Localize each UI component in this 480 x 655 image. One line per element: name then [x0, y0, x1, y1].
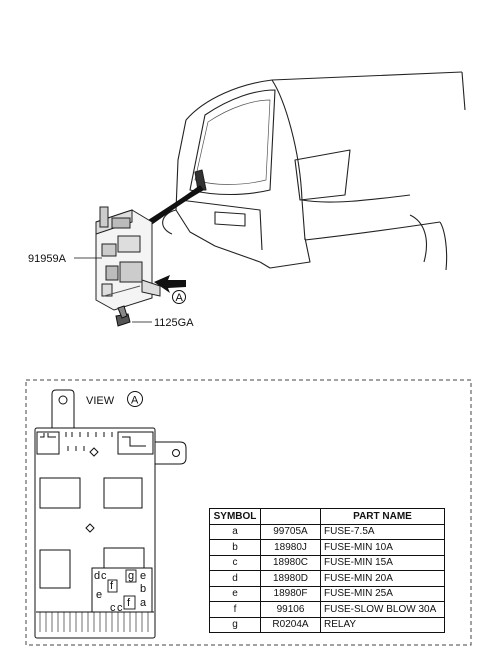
cell-symbol: f [209, 601, 261, 618]
letter-d: d [94, 570, 100, 582]
table-row: e 18980F FUSE-MIN 25A [209, 585, 445, 602]
table-header-row: SYMBOL PART NAME [209, 508, 445, 525]
cell-part-no: 18980D [260, 570, 321, 587]
view-title: VIEW [86, 395, 115, 407]
letter-e2: e [96, 589, 102, 601]
letter-c3: c [117, 602, 123, 614]
cell-symbol: c [209, 554, 261, 571]
letter-a: a [140, 597, 147, 609]
letter-e1: e [140, 570, 146, 582]
header-part-name: PART NAME [320, 508, 445, 525]
cell-symbol: d [209, 570, 261, 587]
view-title-circle [127, 391, 143, 407]
letter-c1: c [101, 570, 107, 582]
letter-c2: c [110, 602, 116, 614]
fuse-slots [107, 569, 137, 610]
cell-part-no: 18980J [260, 539, 321, 556]
detail-frame [25, 379, 472, 646]
cell-part-no: 18980F [260, 585, 321, 602]
cell-part-name: FUSE-MIN 25A [320, 585, 445, 602]
letter-g: g [128, 570, 134, 582]
table-row: c 18980C FUSE-MIN 15A [209, 554, 445, 571]
part-label-bolt: 1125GA [154, 317, 194, 329]
table-row: a 99705A FUSE-7.5A [209, 523, 445, 540]
cell-part-name: FUSE-MIN 15A [320, 554, 445, 571]
view-title-letter: A [131, 395, 139, 407]
cell-symbol: g [209, 616, 261, 633]
table-row: f 99106 FUSE-SLOW BLOW 30A [209, 601, 445, 618]
cell-symbol: a [209, 523, 261, 540]
wiring-connector [142, 185, 204, 226]
cell-part-name: FUSE-MIN 10A [320, 539, 445, 556]
cell-part-name: FUSE-SLOW BLOW 30A [320, 601, 445, 618]
letter-b: b [140, 583, 146, 595]
cell-symbol: b [209, 539, 261, 556]
parts-table: SYMBOL PART NAME a 99705A FUSE-7.5A b 18… [209, 508, 445, 633]
callout-a-letter: A [176, 292, 184, 304]
cell-part-no: 99705A [260, 523, 321, 540]
header-part-no [260, 508, 321, 525]
table-row: d 18980D FUSE-MIN 20A [209, 570, 445, 587]
letter-f2: f [127, 597, 131, 609]
table-row: b 18980J FUSE-MIN 10A [209, 539, 445, 556]
cell-part-no: R0204A [260, 616, 321, 633]
cell-part-name: RELAY [320, 616, 445, 633]
part-label-module: 91959A [28, 253, 67, 265]
cell-symbol: e [209, 585, 261, 602]
cell-part-name: FUSE-7.5A [320, 523, 445, 540]
module-front-view [34, 389, 187, 639]
vehicle-rear [162, 71, 466, 271]
fuse-letters: d c g e b f e f a c c [94, 570, 147, 614]
view-arrow [154, 275, 186, 293]
header-symbol: SYMBOL [209, 508, 261, 525]
cell-part-no: 99106 [260, 601, 321, 618]
callout-a-circle [172, 290, 186, 304]
letter-f1: f [110, 580, 114, 592]
junction-module [95, 206, 161, 311]
cell-part-no: 18980C [260, 554, 321, 571]
cell-part-name: FUSE-MIN 20A [320, 570, 445, 587]
bolt [115, 305, 131, 327]
table-row: g R0204A RELAY [209, 616, 445, 633]
